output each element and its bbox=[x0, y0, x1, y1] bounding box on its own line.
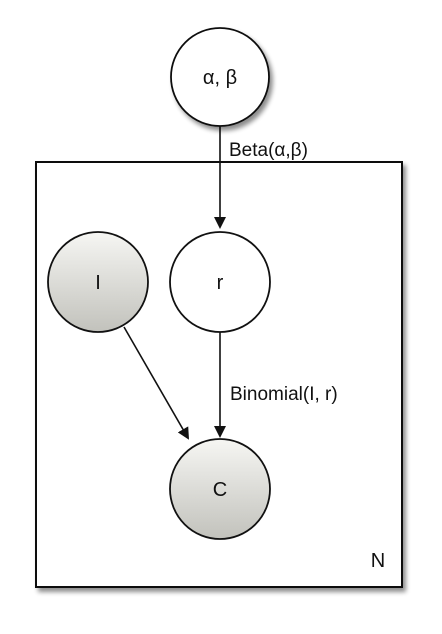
node-i-circle bbox=[47, 231, 149, 333]
node-i-label: I bbox=[95, 272, 101, 294]
node-c-label: C bbox=[213, 479, 227, 501]
node-r-label: r bbox=[217, 272, 224, 294]
node-c: C bbox=[169, 438, 271, 540]
edge-trials-to-count bbox=[123, 326, 189, 440]
node-alpha-beta-circle bbox=[170, 27, 270, 127]
edge-label-binomial: Binomial(I, r) bbox=[230, 384, 338, 405]
node-i: I bbox=[47, 231, 149, 333]
edge-label-beta: Beta(α,β) bbox=[229, 140, 308, 161]
node-r: r bbox=[169, 231, 271, 333]
node-alpha-beta-label: α, β bbox=[203, 67, 237, 89]
node-c-circle bbox=[169, 438, 271, 540]
plate-label: N bbox=[371, 550, 385, 572]
node-r-circle bbox=[169, 231, 271, 333]
node-alpha-beta: α, β bbox=[170, 27, 270, 127]
